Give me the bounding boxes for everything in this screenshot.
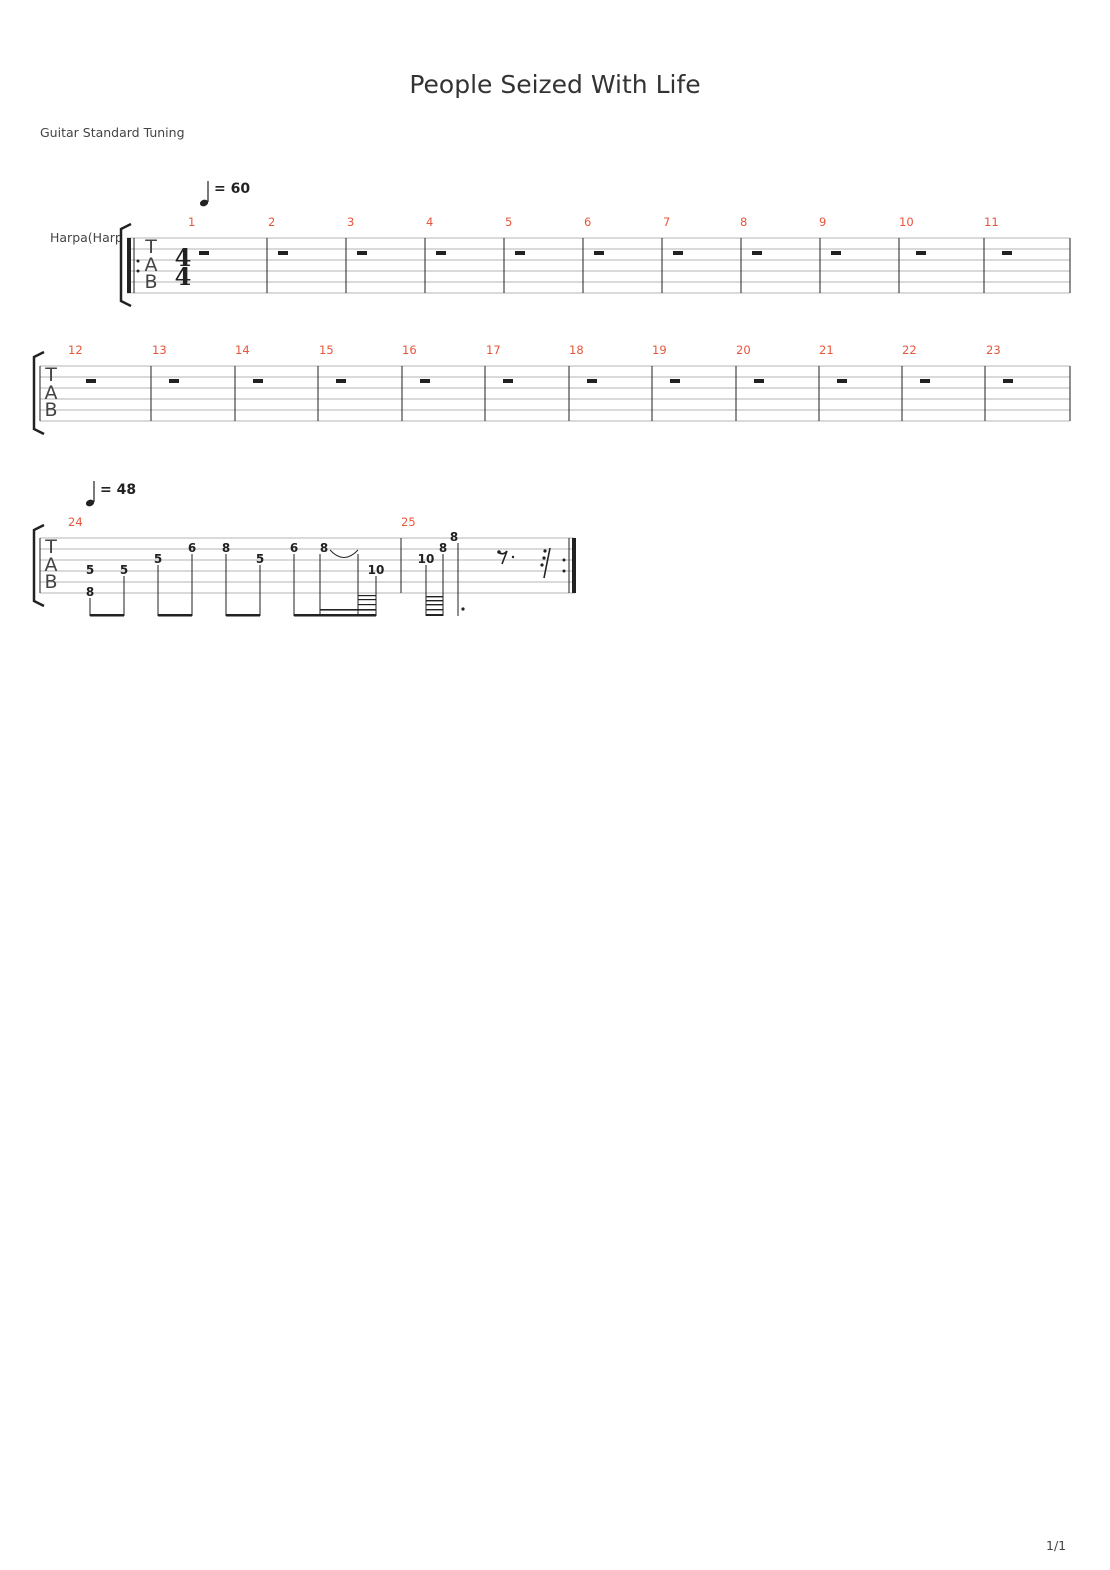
measure-number: 8 bbox=[740, 215, 747, 229]
tab-clef-t: T bbox=[144, 236, 157, 258]
fret-number: 5 bbox=[154, 552, 162, 566]
measure-number: 16 bbox=[402, 343, 417, 357]
measure-number: 2 bbox=[268, 215, 275, 229]
time-signature-numerator: 4 bbox=[175, 243, 192, 272]
measure-25-notes: 10 8 8 bbox=[418, 530, 576, 616]
fret-number: 5 bbox=[120, 563, 128, 577]
tempo-marking: = 60 bbox=[199, 181, 250, 207]
measure-number: 20 bbox=[736, 343, 751, 357]
measure-number: 25 bbox=[401, 515, 416, 529]
fret-number: 6 bbox=[188, 541, 196, 555]
note-stems bbox=[89, 554, 377, 616]
measure-number: 12 bbox=[68, 343, 83, 357]
tie-arc bbox=[329, 549, 359, 558]
system-bracket bbox=[32, 523, 45, 608]
song-title: People Seized With Life bbox=[409, 70, 701, 99]
quarter-note-icon bbox=[85, 499, 95, 507]
system-bracket bbox=[119, 222, 132, 308]
measure-number: 4 bbox=[426, 215, 433, 229]
thirtysecond-rest-icon bbox=[540, 547, 551, 579]
fret-number: 8 bbox=[439, 541, 447, 555]
tab-clef-a: A bbox=[45, 382, 58, 404]
quarter-note-icon bbox=[199, 199, 209, 207]
fret-number: 8 bbox=[320, 541, 328, 555]
system-3: = 48 T A B 24 25 5 8 5 5 6 8 5 6 8 10 bbox=[32, 481, 576, 617]
measure-number: 10 bbox=[899, 215, 914, 229]
tab-clef-b: B bbox=[44, 399, 57, 421]
measure-number: 24 bbox=[68, 515, 83, 529]
fret-number: 6 bbox=[290, 541, 298, 555]
measure-number: 1 bbox=[188, 215, 195, 229]
measure-number: 21 bbox=[819, 343, 834, 357]
measure-24-notes: 5 8 5 5 6 8 5 6 8 10 bbox=[86, 541, 385, 617]
whole-rests bbox=[199, 251, 1012, 255]
fret-number: 8 bbox=[450, 530, 458, 544]
fret-number: 5 bbox=[256, 552, 264, 566]
repeat-end-bar bbox=[572, 538, 576, 593]
tuning-label: Guitar Standard Tuning bbox=[40, 125, 185, 140]
note-stems bbox=[425, 543, 459, 616]
measure-number: 6 bbox=[584, 215, 591, 229]
measure-number: 23 bbox=[986, 343, 1001, 357]
fret-number: 5 bbox=[86, 563, 94, 577]
system-bracket bbox=[32, 350, 45, 436]
measure-number: 9 bbox=[819, 215, 826, 229]
staff-lines bbox=[40, 537, 575, 594]
system-2: T A B 12 13 14 15 16 17 18 19 20 21 22 2… bbox=[32, 343, 1071, 436]
measure-number: 22 bbox=[902, 343, 917, 357]
fret-number: 8 bbox=[222, 541, 230, 555]
measure-number: 15 bbox=[319, 343, 334, 357]
instrument-name: Harpa(Harp bbox=[50, 230, 123, 245]
measure-number: 19 bbox=[652, 343, 667, 357]
tab-clef-b: B bbox=[144, 271, 157, 293]
measure-number: 11 bbox=[984, 215, 999, 229]
tab-clef-a: A bbox=[145, 254, 158, 276]
fret-number: 10 bbox=[418, 552, 435, 566]
measure-number: 3 bbox=[347, 215, 354, 229]
tab-clef-t: T bbox=[44, 536, 57, 558]
eighth-rest-icon bbox=[497, 550, 515, 565]
barlines bbox=[266, 238, 1071, 293]
tempo-marking: = 48 bbox=[85, 481, 136, 507]
measure-number: 5 bbox=[505, 215, 512, 229]
fret-number: 8 bbox=[86, 585, 94, 599]
whole-rests bbox=[86, 379, 1013, 383]
tempo-text: = 48 bbox=[100, 482, 136, 498]
tab-clef-b: B bbox=[44, 571, 57, 593]
tab-clef-a: A bbox=[45, 554, 58, 576]
tempo-text: = 60 bbox=[214, 181, 250, 197]
page-number: 1/1 bbox=[1046, 1538, 1067, 1553]
barlines bbox=[150, 366, 1071, 421]
measure-number: 13 bbox=[152, 343, 167, 357]
augmentation-dot bbox=[461, 607, 465, 611]
measure-number: 17 bbox=[486, 343, 501, 357]
note-beams bbox=[90, 595, 376, 617]
measure-number: 14 bbox=[235, 343, 250, 357]
tab-clef-t: T bbox=[44, 364, 57, 386]
system-1: Harpa(Harp = 60 T A B 4 4 bbox=[50, 181, 1071, 308]
note-beams bbox=[426, 596, 443, 616]
measure-number: 7 bbox=[663, 215, 670, 229]
fret-number: 10 bbox=[368, 563, 385, 577]
staff-lines bbox=[40, 365, 1070, 422]
measure-number: 18 bbox=[569, 343, 584, 357]
time-signature-denominator: 4 bbox=[175, 262, 192, 291]
staff-lines bbox=[127, 237, 1070, 294]
repeat-start-bar bbox=[127, 238, 131, 293]
